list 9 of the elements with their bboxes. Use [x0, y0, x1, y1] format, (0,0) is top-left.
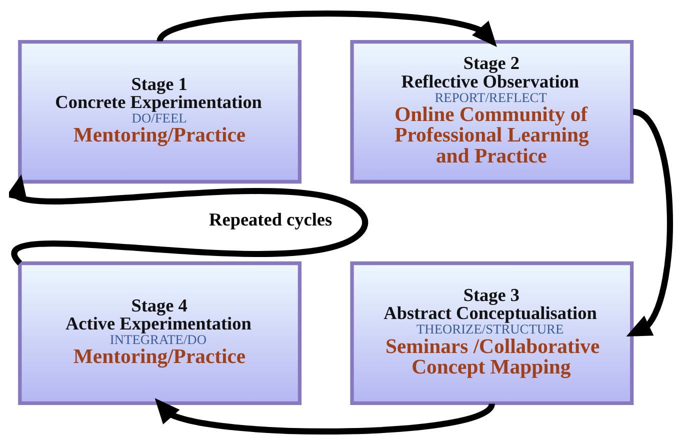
node-box: Stage 4 Active Experimentation INTEGRATE/DO Mentoring/Practice — [18, 261, 302, 405]
arrow — [9, 174, 368, 265]
arrow — [157, 10, 497, 47]
label: Repeated cycles — [209, 210, 332, 230]
node-box: Stage 2 Reflective Observation REPORT/REFLECT Online Community of Professional Learning and Practice — [350, 40, 634, 184]
arrow — [154, 398, 494, 434]
arrow — [626, 108, 673, 336]
node-box: Stage 3 Abstract Conceptualisation THEORIZE/STRUCTURE Seminars /Collaborative Concept Mapping — [350, 261, 634, 405]
node-box: Stage 1 Concrete Experimentation DO/FEEL Mentoring/Practice — [18, 40, 302, 184]
